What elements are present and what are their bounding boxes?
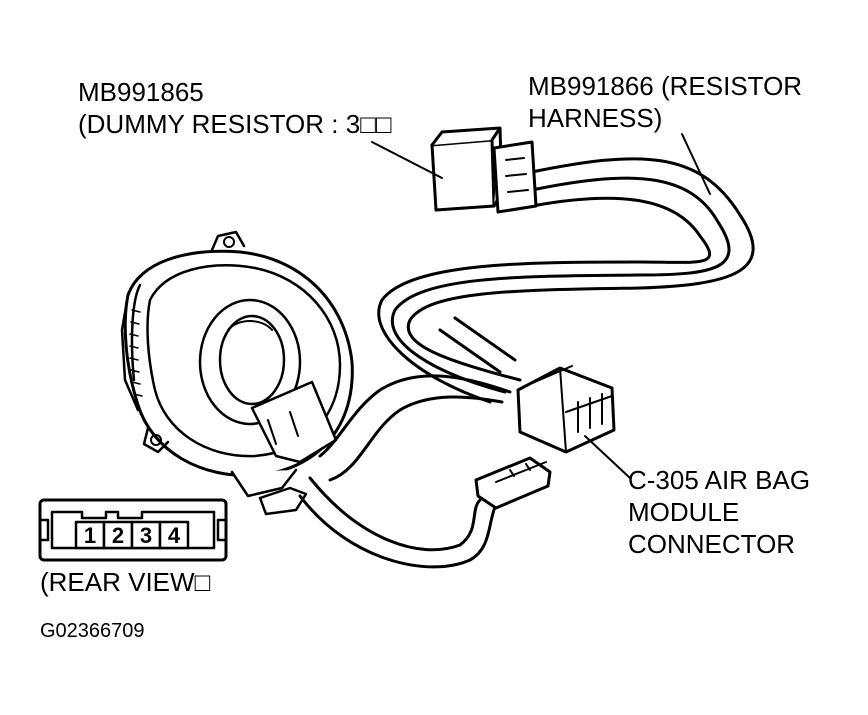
- mounting-tab-left: [142, 426, 170, 454]
- figure-id-label: G02366709: [40, 620, 145, 642]
- harness-wires: [298, 157, 755, 569]
- harness-connector-body: [492, 140, 538, 214]
- harness-connector-latch: [505, 157, 529, 193]
- rear-view-label: (REAR VIEW□: [40, 567, 211, 597]
- leader-resistor-harness: [681, 133, 711, 195]
- rear-view-side-notch-left: [38, 518, 50, 542]
- airbag-connector-pins: [565, 393, 613, 433]
- resistor-harness-label: MB991866 (RESISTOR HARNESS): [528, 70, 802, 134]
- clock-spring-hub-outer: [198, 298, 302, 426]
- resistor-harness-label-line2: HARNESS): [528, 103, 663, 133]
- leader-airbag-connector: [584, 435, 631, 479]
- airbag-module-connector: [516, 365, 616, 454]
- dummy-resistor-label: MB991865 (DUMMY RESISTOR : 3□□: [78, 76, 392, 140]
- clock-spring-hub-bore: [218, 314, 286, 406]
- leader-dummy-resistor: [371, 141, 443, 179]
- dummy-resistor-connector: [430, 126, 538, 214]
- pin-cell-3: [130, 520, 162, 550]
- housing-connector-detail: [267, 411, 299, 445]
- airbag-connector-label-line1: C-305 AIR BAG: [628, 465, 811, 495]
- housing-ribs: [129, 309, 143, 397]
- dummy-resistor-body: [430, 138, 496, 212]
- resistor-harness-label-line1: MB991866 (RESISTOR: [528, 71, 803, 101]
- airbag-connector-label-line2: MODULE: [628, 497, 740, 527]
- pin-label-3: 3: [140, 523, 152, 548]
- pin-cell-4: [158, 520, 190, 550]
- pin-cell-1: [74, 520, 106, 550]
- mounting-hole-left: [150, 434, 162, 446]
- airbag-connector-top: [529, 365, 573, 453]
- mounting-tab-top: [210, 230, 246, 252]
- small-clip: [258, 486, 308, 516]
- airbag-connector-label: C-305 AIR BAG MODULE CONNECTOR: [628, 464, 810, 560]
- pin-label-1: 1: [84, 523, 96, 548]
- rear-view-pin-labels: 1 2 3 4: [84, 523, 181, 548]
- mounting-hole-top: [223, 236, 235, 248]
- clock-spring-hub-inner-edge: [227, 320, 273, 331]
- leader-lines: [371, 133, 711, 479]
- dummy-resistor-label-line2: (DUMMY RESISTOR : 3□□: [78, 109, 392, 139]
- lower-bracket: [230, 468, 298, 498]
- dummy-resistor-label-line1: MB991865: [78, 77, 204, 107]
- rear-view-connector: [38, 498, 228, 562]
- clock-spring-housing: [123, 249, 354, 478]
- lower-connector: [474, 456, 552, 510]
- airbag-connector-label-line3: CONNECTOR: [628, 529, 796, 559]
- pin-label-2: 2: [112, 523, 124, 548]
- rear-view-inner: [50, 510, 216, 550]
- pin-label-4: 4: [168, 523, 181, 548]
- clock-spring-assembly: [120, 230, 354, 516]
- rear-view-side-notch-right: [216, 518, 228, 542]
